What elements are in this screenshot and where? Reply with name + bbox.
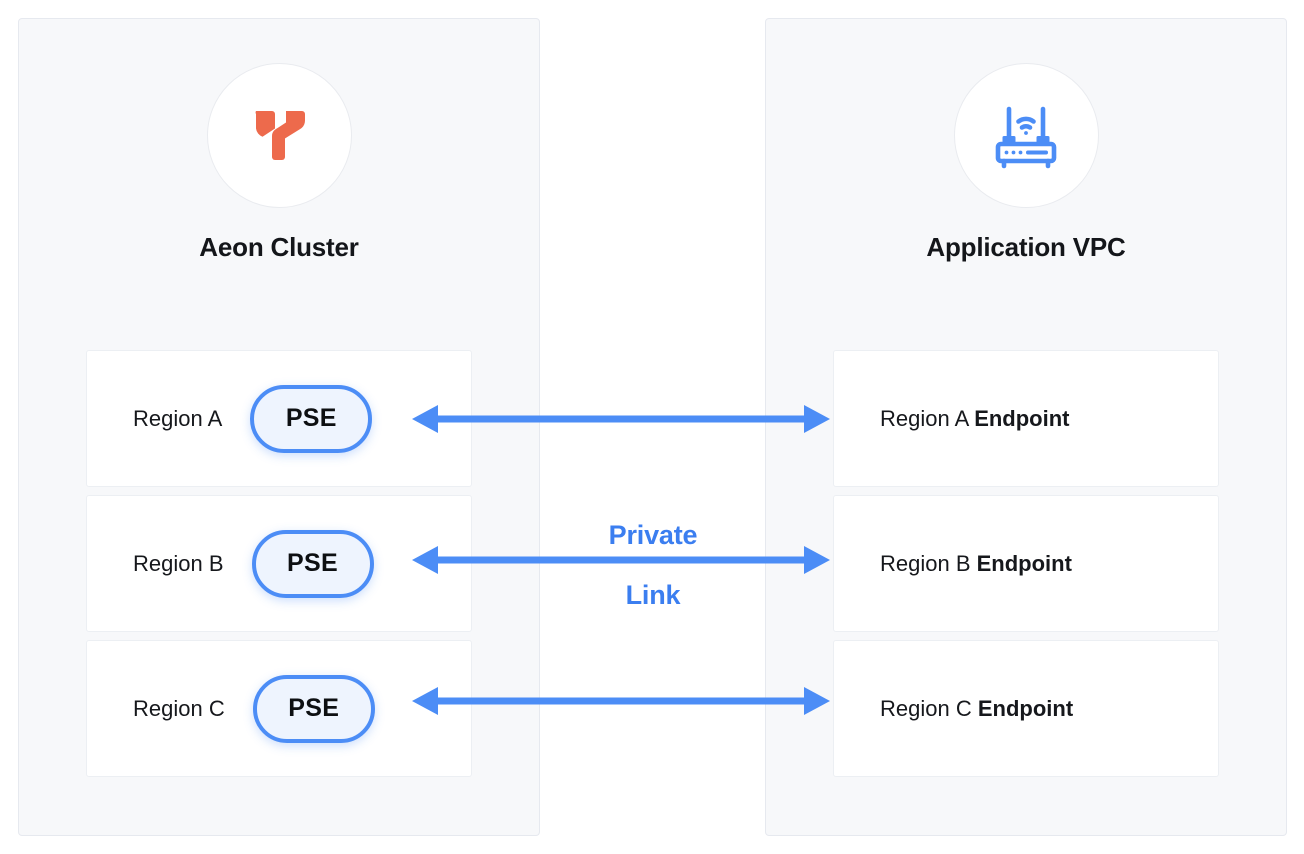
endpoint-region-prefix: Region A [880,405,975,431]
pse-node[interactable]: PSE [252,674,375,743]
pse-node-label: PSE [285,404,337,432]
endpoint-label: Region A Endpoint [880,406,1070,432]
pse-node-label: PSE [287,549,338,577]
region-label: Region B [133,550,224,576]
endpoint-region-prefix: Region B [880,550,977,576]
pse-node[interactable]: PSE [251,529,374,598]
panel-aeon-cluster: Aeon Cluster Region A PSE Region B PSE R… [18,18,540,836]
endpoint-label: Region B Endpoint [880,551,1072,577]
panel-application-vpc: Application VPC Region A Endpoint Region… [765,18,1287,836]
pse-node[interactable]: PSE [250,384,373,453]
pse-node-label: PSE [288,694,340,722]
region-row-list-left: Region A PSE Region B PSE Region C PSE [19,350,539,777]
table-row[interactable]: Region B PSE [86,495,472,632]
endpoint-bold-word: Endpoint [974,405,1070,431]
private-link-caption-line-1: Private [608,520,698,550]
panel-header-left: Aeon Cluster [19,63,539,260]
endpoint-bold-word: Endpoint [976,550,1072,576]
router-icon [953,63,1099,208]
private-link-caption: Private Link [543,505,763,625]
endpoint-bold-word: Endpoint [977,695,1074,721]
region-row-list-right: Region A Endpoint Region B Endpoint Regi… [766,350,1286,777]
table-row[interactable]: Region B Endpoint [833,495,1219,632]
table-row[interactable]: Region A PSE [86,350,472,487]
endpoint-region-prefix: Region C [880,695,978,721]
panel-title-right: Application VPC [926,232,1126,262]
table-row[interactable]: Region C Endpoint [833,640,1219,777]
region-label: Region C [133,695,225,721]
panel-title-left: Aeon Cluster [199,232,359,262]
region-label: Region A [133,405,223,431]
endpoint-label: Region C Endpoint [880,696,1073,722]
panel-header-right: Application VPC [766,63,1286,260]
aeon-logo-icon [206,63,352,208]
table-row[interactable]: Region C PSE [86,640,472,777]
table-row[interactable]: Region A Endpoint [833,350,1219,487]
private-link-caption-line-2: Link [625,580,681,610]
